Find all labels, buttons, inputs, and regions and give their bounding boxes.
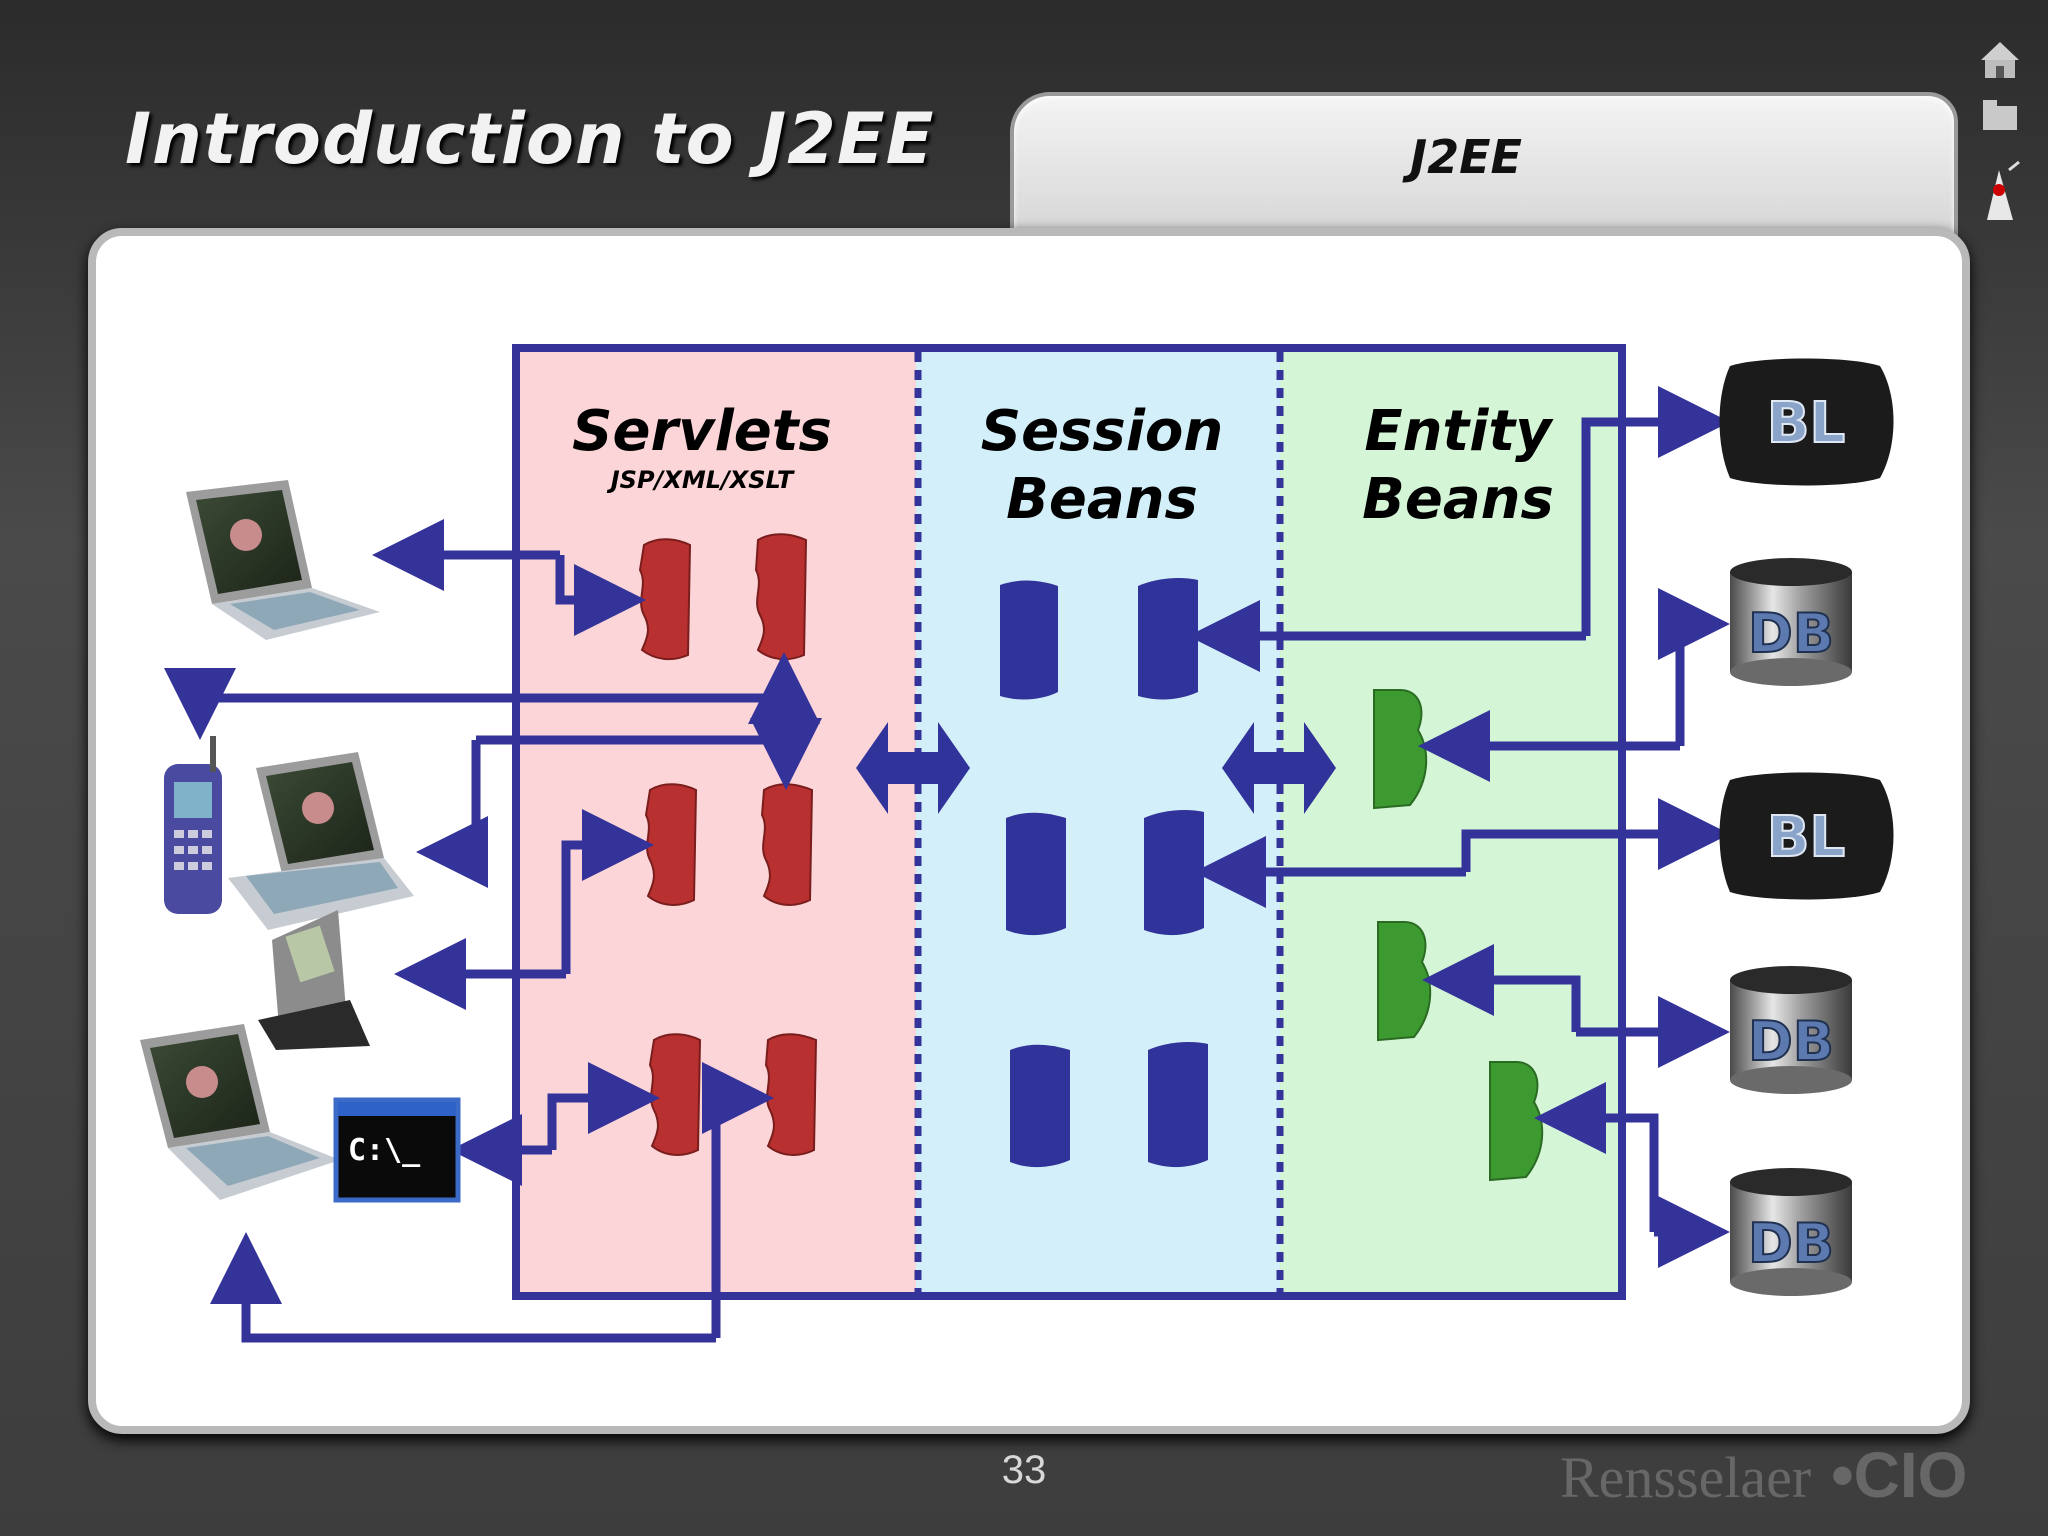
backend-label: DB (1748, 602, 1834, 665)
java-duke-icon[interactable] (1987, 160, 2020, 220)
bidirectional-arrow-session-entity (1222, 722, 1336, 814)
backend-db-2: DB (1730, 966, 1852, 1094)
servlet-shape (644, 783, 698, 906)
laptop-icon (140, 1024, 340, 1200)
backend-bl-2: BL (1719, 772, 1894, 900)
laptop-icon (228, 752, 414, 930)
session-bean-shape (1000, 580, 1058, 700)
backend-label: DB (1748, 1010, 1834, 1073)
logo-cio: •CIO (1831, 1439, 1968, 1511)
servlet-shape (764, 1033, 818, 1156)
slide-title: Introduction to J2EE (125, 98, 935, 180)
section-tab-label: J2EE (1410, 130, 1522, 184)
session-bean-shape (1010, 1044, 1070, 1168)
session-bean-shape (1148, 1042, 1208, 1168)
logo-text: Rensselaer (1560, 1445, 1812, 1510)
servlet-shape (754, 533, 808, 661)
servlets-title: Servlets (572, 399, 832, 464)
connector (1461, 798, 1730, 872)
slide-nav-icons (1981, 42, 2020, 220)
folder-icon[interactable] (1983, 100, 2017, 130)
backend-db-3: DB (1730, 1168, 1852, 1296)
connector (416, 740, 488, 888)
connector (702, 1062, 774, 1338)
servlet-shape (648, 1033, 702, 1156)
backend-bl-1: BL (1719, 358, 1894, 486)
entity-beans-title-line1: Entity (1364, 399, 1554, 464)
connector (1534, 1082, 1659, 1232)
session-beans-title-line2: Beans (1006, 467, 1198, 532)
bidirectional-arrow-servlets-session (856, 722, 970, 814)
session-bean-shape (1006, 812, 1066, 936)
connector (210, 1232, 716, 1343)
connector (555, 555, 646, 636)
backend-db-1: DB (1730, 558, 1852, 686)
servlet-shape (638, 538, 692, 661)
connectors (164, 386, 1730, 1343)
page-number: 33 (1001, 1448, 1047, 1492)
servlets-subtitle: JSP/XML/XSLT (607, 466, 795, 494)
session-beans-title-line1: Session (981, 399, 1224, 464)
servlet-shape (760, 783, 814, 906)
laptop-icon (186, 480, 380, 640)
session-bean-shape (1138, 578, 1198, 700)
connector (547, 1062, 660, 1150)
connector (1422, 944, 1581, 1032)
entity-beans-title-line2: Beans (1362, 467, 1554, 532)
backend-label: BL (1767, 805, 1845, 870)
backend-label: DB (1748, 1212, 1834, 1275)
connector (1581, 386, 1730, 636)
mobile-phone-icon (164, 736, 222, 914)
entity-bean-shape (1489, 1061, 1544, 1182)
connector (1658, 588, 1730, 746)
home-icon[interactable] (1981, 42, 2019, 78)
session-beans-tier (916, 348, 1280, 1296)
command-prompt-icon: C:\_ (333, 1097, 461, 1203)
console-prompt: C:\_ (348, 1133, 421, 1168)
rensselaer-logo: Rensselaer •CIO (1560, 1438, 1967, 1512)
connector (476, 718, 822, 790)
container-border (512, 344, 1626, 1300)
connector (561, 809, 654, 974)
session-bean-shape (1144, 810, 1204, 936)
pda-icon (258, 910, 370, 1050)
entity-bean-shape (1373, 689, 1428, 810)
entity-bean-shape (1377, 921, 1432, 1042)
backend-label: BL (1767, 391, 1845, 456)
